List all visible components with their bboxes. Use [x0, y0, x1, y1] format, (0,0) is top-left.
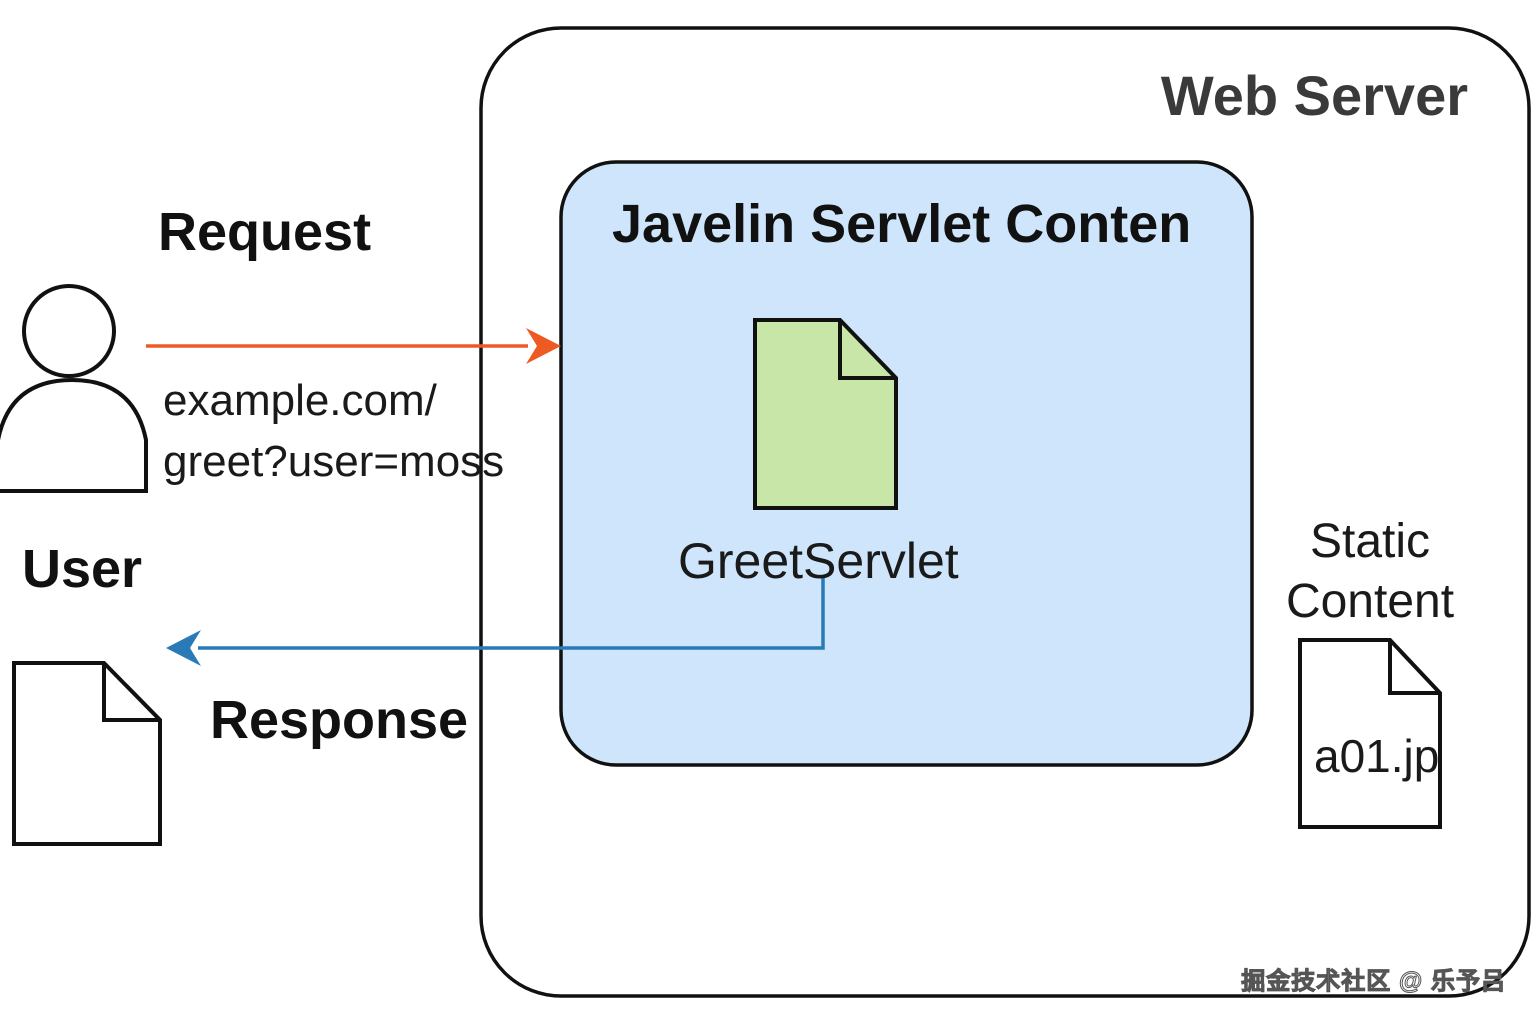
request-label: Request: [158, 202, 372, 262]
servlet-container-box: [559, 160, 1254, 767]
static-content-label: Static Content: [1285, 515, 1455, 628]
static-file-document-icon: [1298, 638, 1442, 829]
web-server-title: Web Server: [1160, 64, 1468, 127]
servlet-container-title: Javelin Servlet Conten: [612, 194, 1192, 254]
request-url: example.com/ greet?user=moss: [163, 376, 505, 486]
user-icon: [0, 284, 148, 493]
static-file-name: a01.jp: [1314, 730, 1440, 782]
watermark: 掘金技术社区 @ 乐予吕: [1241, 968, 1506, 995]
request-arrow: [146, 328, 561, 364]
servlet-name: GreetServlet: [678, 533, 959, 589]
response-document-icon: [12, 661, 162, 846]
servlet-document-icon: [753, 318, 898, 510]
response-arrow: [166, 578, 825, 666]
user-label: User: [22, 539, 143, 599]
response-label: Response: [210, 690, 469, 750]
